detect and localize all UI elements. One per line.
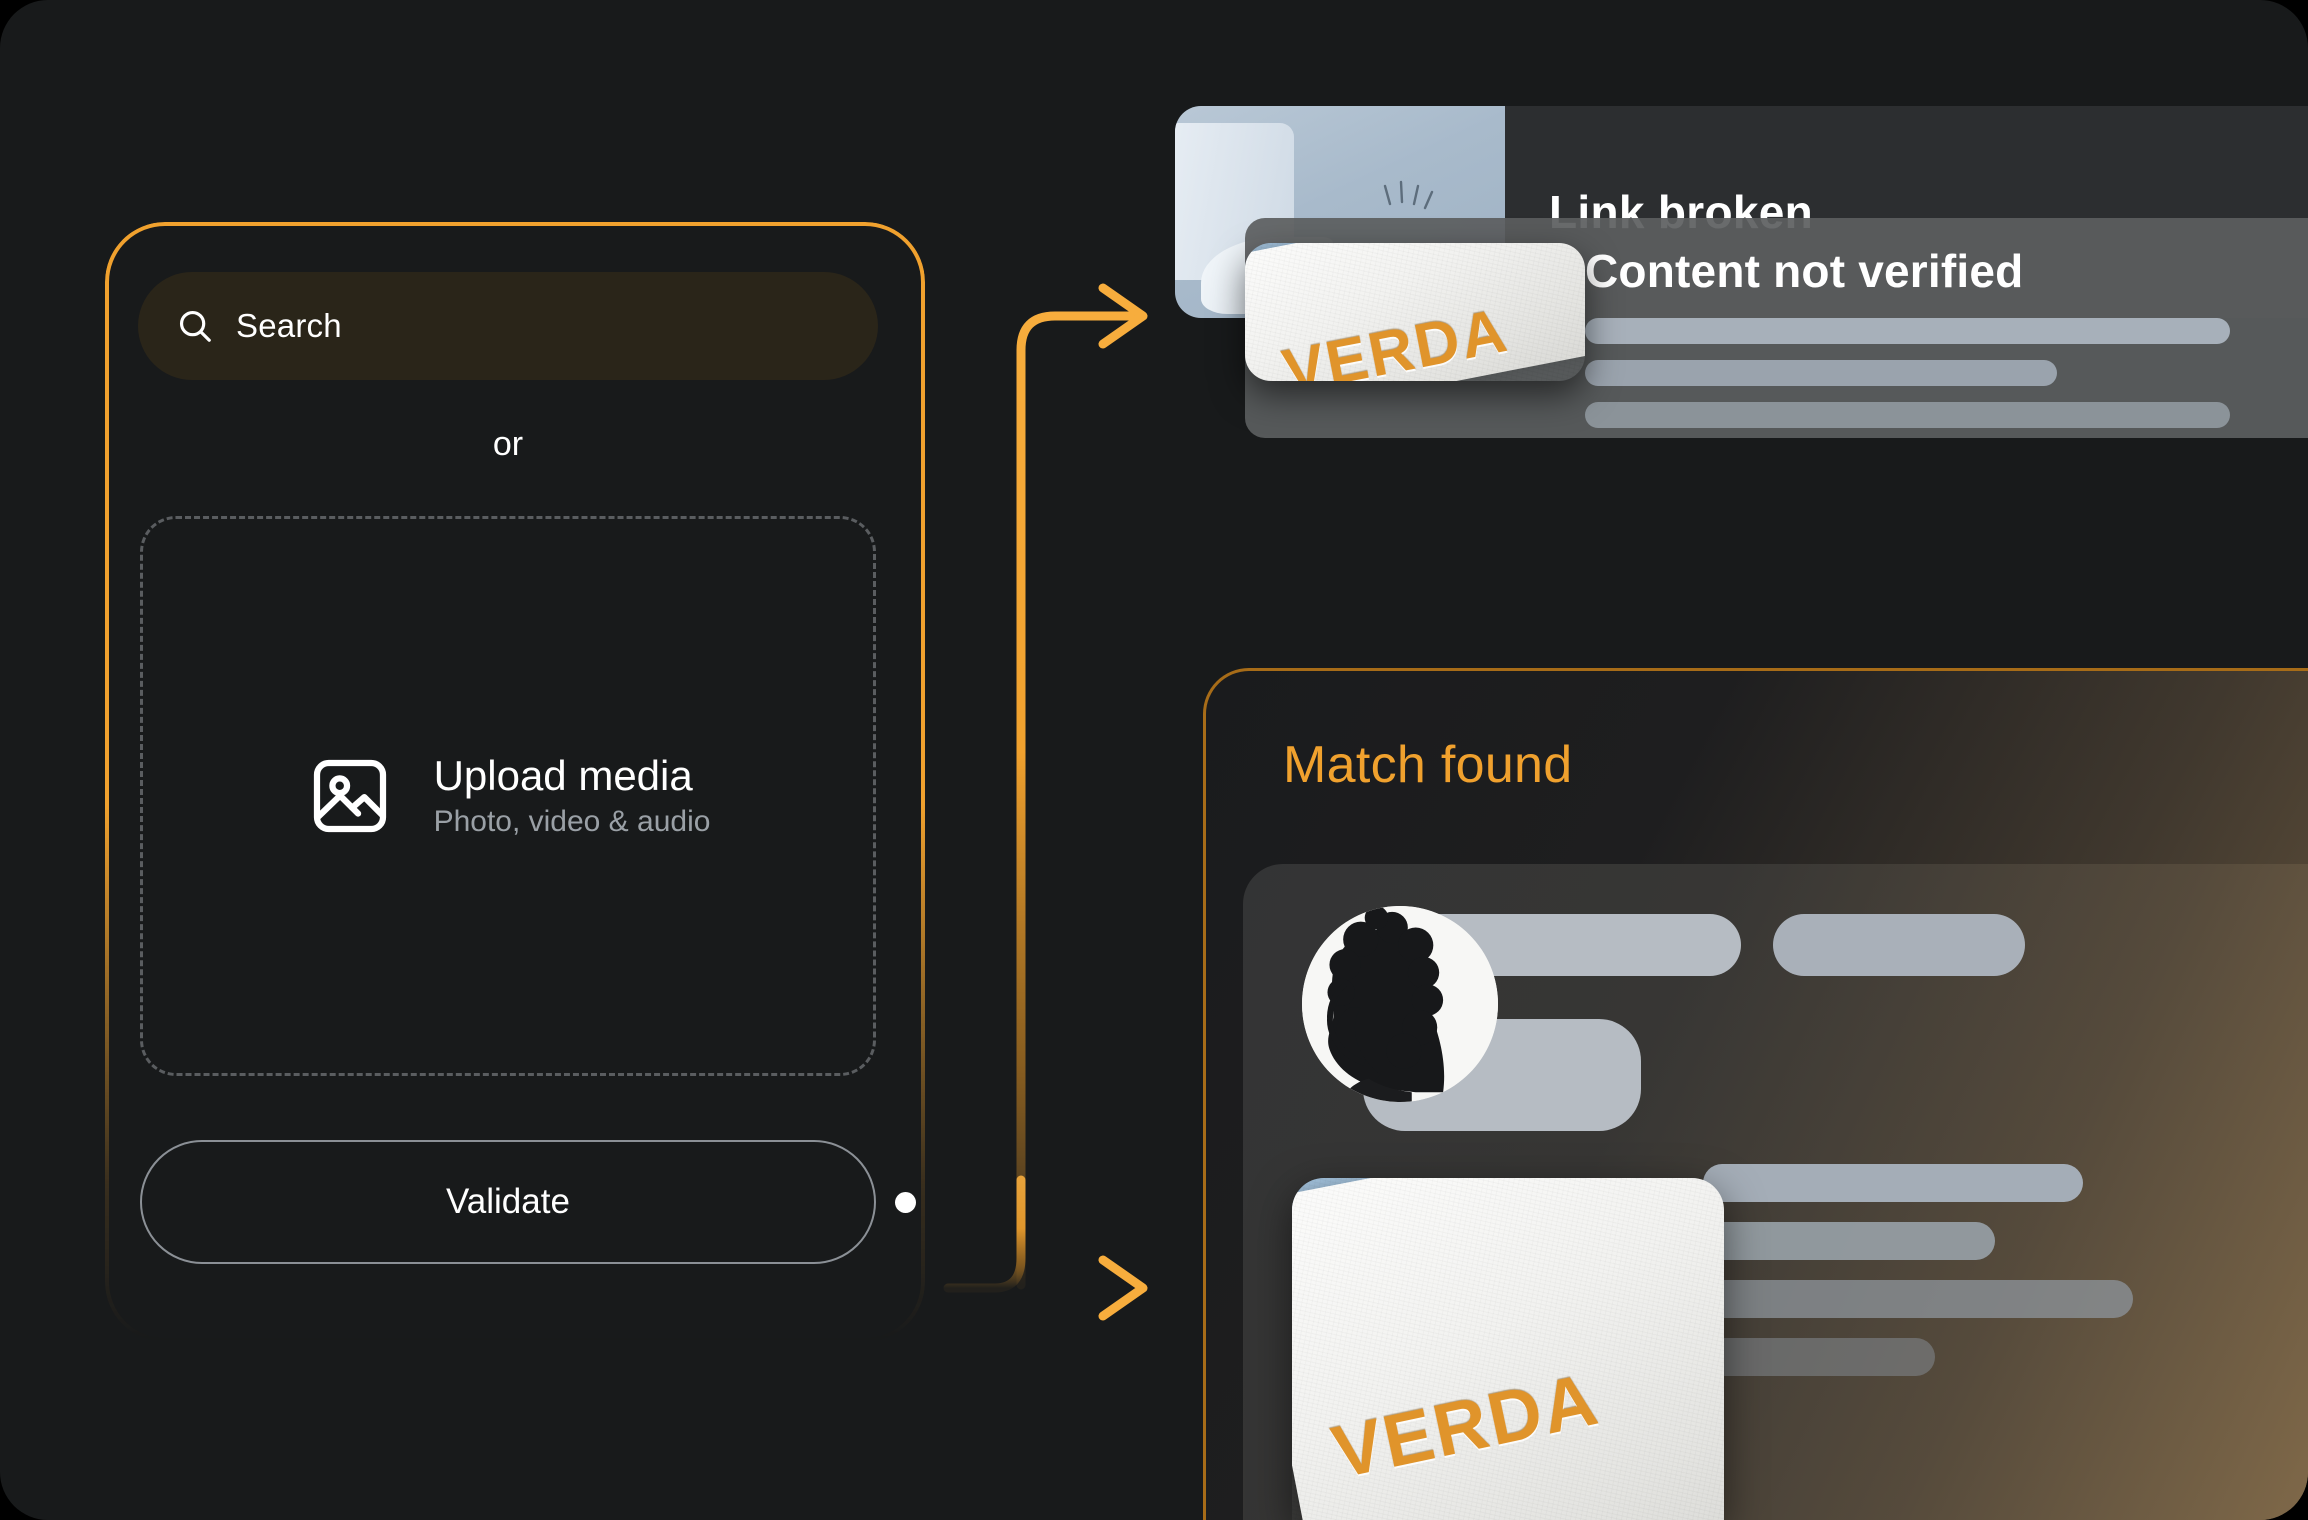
skeleton-bar <box>1703 1222 1995 1260</box>
image-placeholder-icon <box>313 759 386 833</box>
skeleton-bar <box>1703 1338 1935 1376</box>
person-portrait-icon <box>1302 906 1498 1102</box>
content-not-verified-skeletons <box>1585 318 2308 428</box>
upload-text-block: Upload media Photo, video & audio <box>433 752 711 838</box>
match-found-title: Match found <box>1283 736 1573 794</box>
spark-lines-icon <box>1383 180 1433 210</box>
search-icon <box>179 310 211 342</box>
upload-title: Upload media <box>433 752 693 800</box>
skeleton-bar <box>1585 402 2230 428</box>
search-placeholder-text: Search <box>236 307 342 344</box>
skeleton-bar <box>1585 318 2230 344</box>
skeleton-bar <box>1585 360 2057 386</box>
content-not-verified-title: Content not verified <box>1585 245 2024 297</box>
paper-mockup: VERDA <box>1292 1178 1724 1520</box>
arrow-head-top <box>1098 283 1148 349</box>
skeleton-bar <box>1703 1164 2083 1202</box>
skeleton-bar <box>1703 1280 2133 1318</box>
or-divider-label: or <box>492 425 524 463</box>
skeleton-bar <box>1773 914 2025 976</box>
arrow-elbow <box>943 1175 1026 1293</box>
arrow-head-bottom <box>1098 1255 1148 1321</box>
upload-dropzone[interactable]: Upload media Photo, video & audio <box>140 516 876 1076</box>
validate-button[interactable]: Validate <box>140 1140 876 1264</box>
arrow-path-top <box>1016 311 1137 1290</box>
search-input[interactable]: Search <box>138 272 878 380</box>
input-panel-outline <box>105 222 925 1342</box>
flow-dot <box>895 1192 916 1213</box>
verda-logo-thumbnail-bottom: VERDA <box>1292 1178 1724 1520</box>
paper-mockup: VERDA <box>1245 243 1585 381</box>
verda-logo-thumbnail-top: VERDA <box>1245 243 1585 381</box>
upload-subtitle: Photo, video & audio <box>433 804 711 838</box>
avatar <box>1302 906 1498 1102</box>
